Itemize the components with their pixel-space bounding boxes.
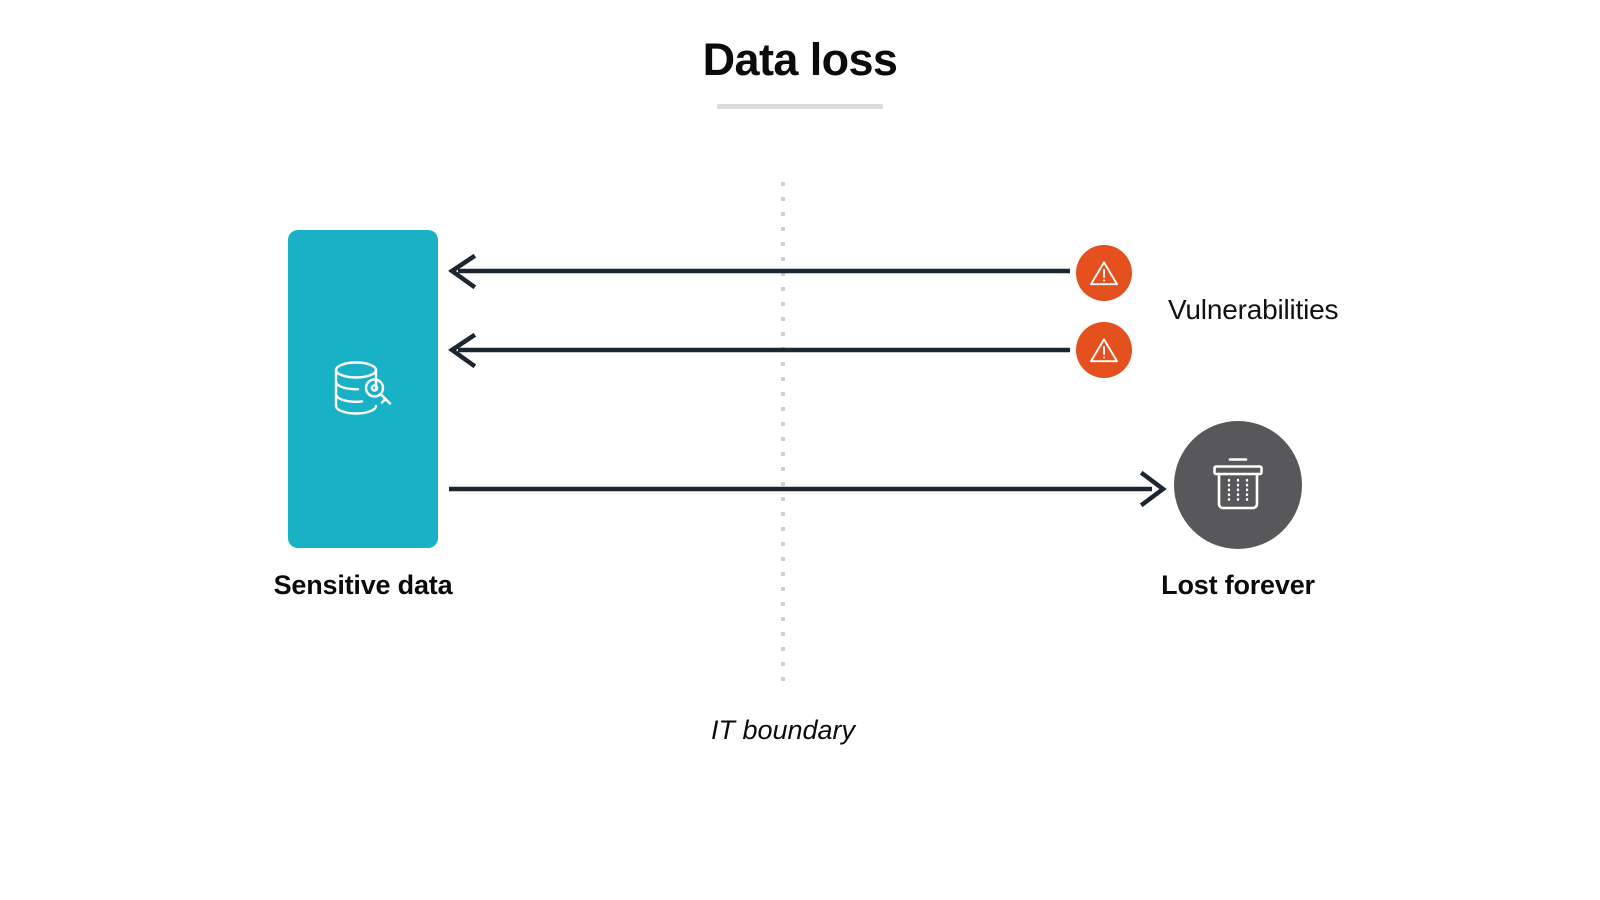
vulnerabilities-label: Vulnerabilities — [1168, 294, 1339, 325]
diagram-title-block: Data loss — [0, 34, 1600, 109]
database-key-icon — [326, 352, 400, 426]
lost-forever-badge[interactable] — [1174, 421, 1302, 549]
sensitive-data-label: Sensitive data — [273, 570, 453, 600]
lost-forever-label: Lost forever — [1161, 570, 1315, 600]
it-boundary-label: IT boundary — [710, 715, 856, 745]
vulnerability-badge-1[interactable] — [1076, 245, 1132, 301]
data-loss-arrow — [449, 470, 1167, 508]
vulnerability-attack-arrow-1 — [448, 253, 1070, 290]
page-title: Data loss — [702, 34, 898, 85]
warning-triangle-icon — [1090, 261, 1118, 286]
vulnerability-attack-arrow-2 — [448, 332, 1070, 369]
warning-triangle-icon — [1090, 338, 1118, 363]
sensitive-data-card[interactable] — [288, 230, 438, 548]
title-underline-rule — [717, 103, 883, 109]
trash-can-icon — [1213, 458, 1263, 510]
vulnerability-badge-2[interactable] — [1076, 322, 1132, 378]
